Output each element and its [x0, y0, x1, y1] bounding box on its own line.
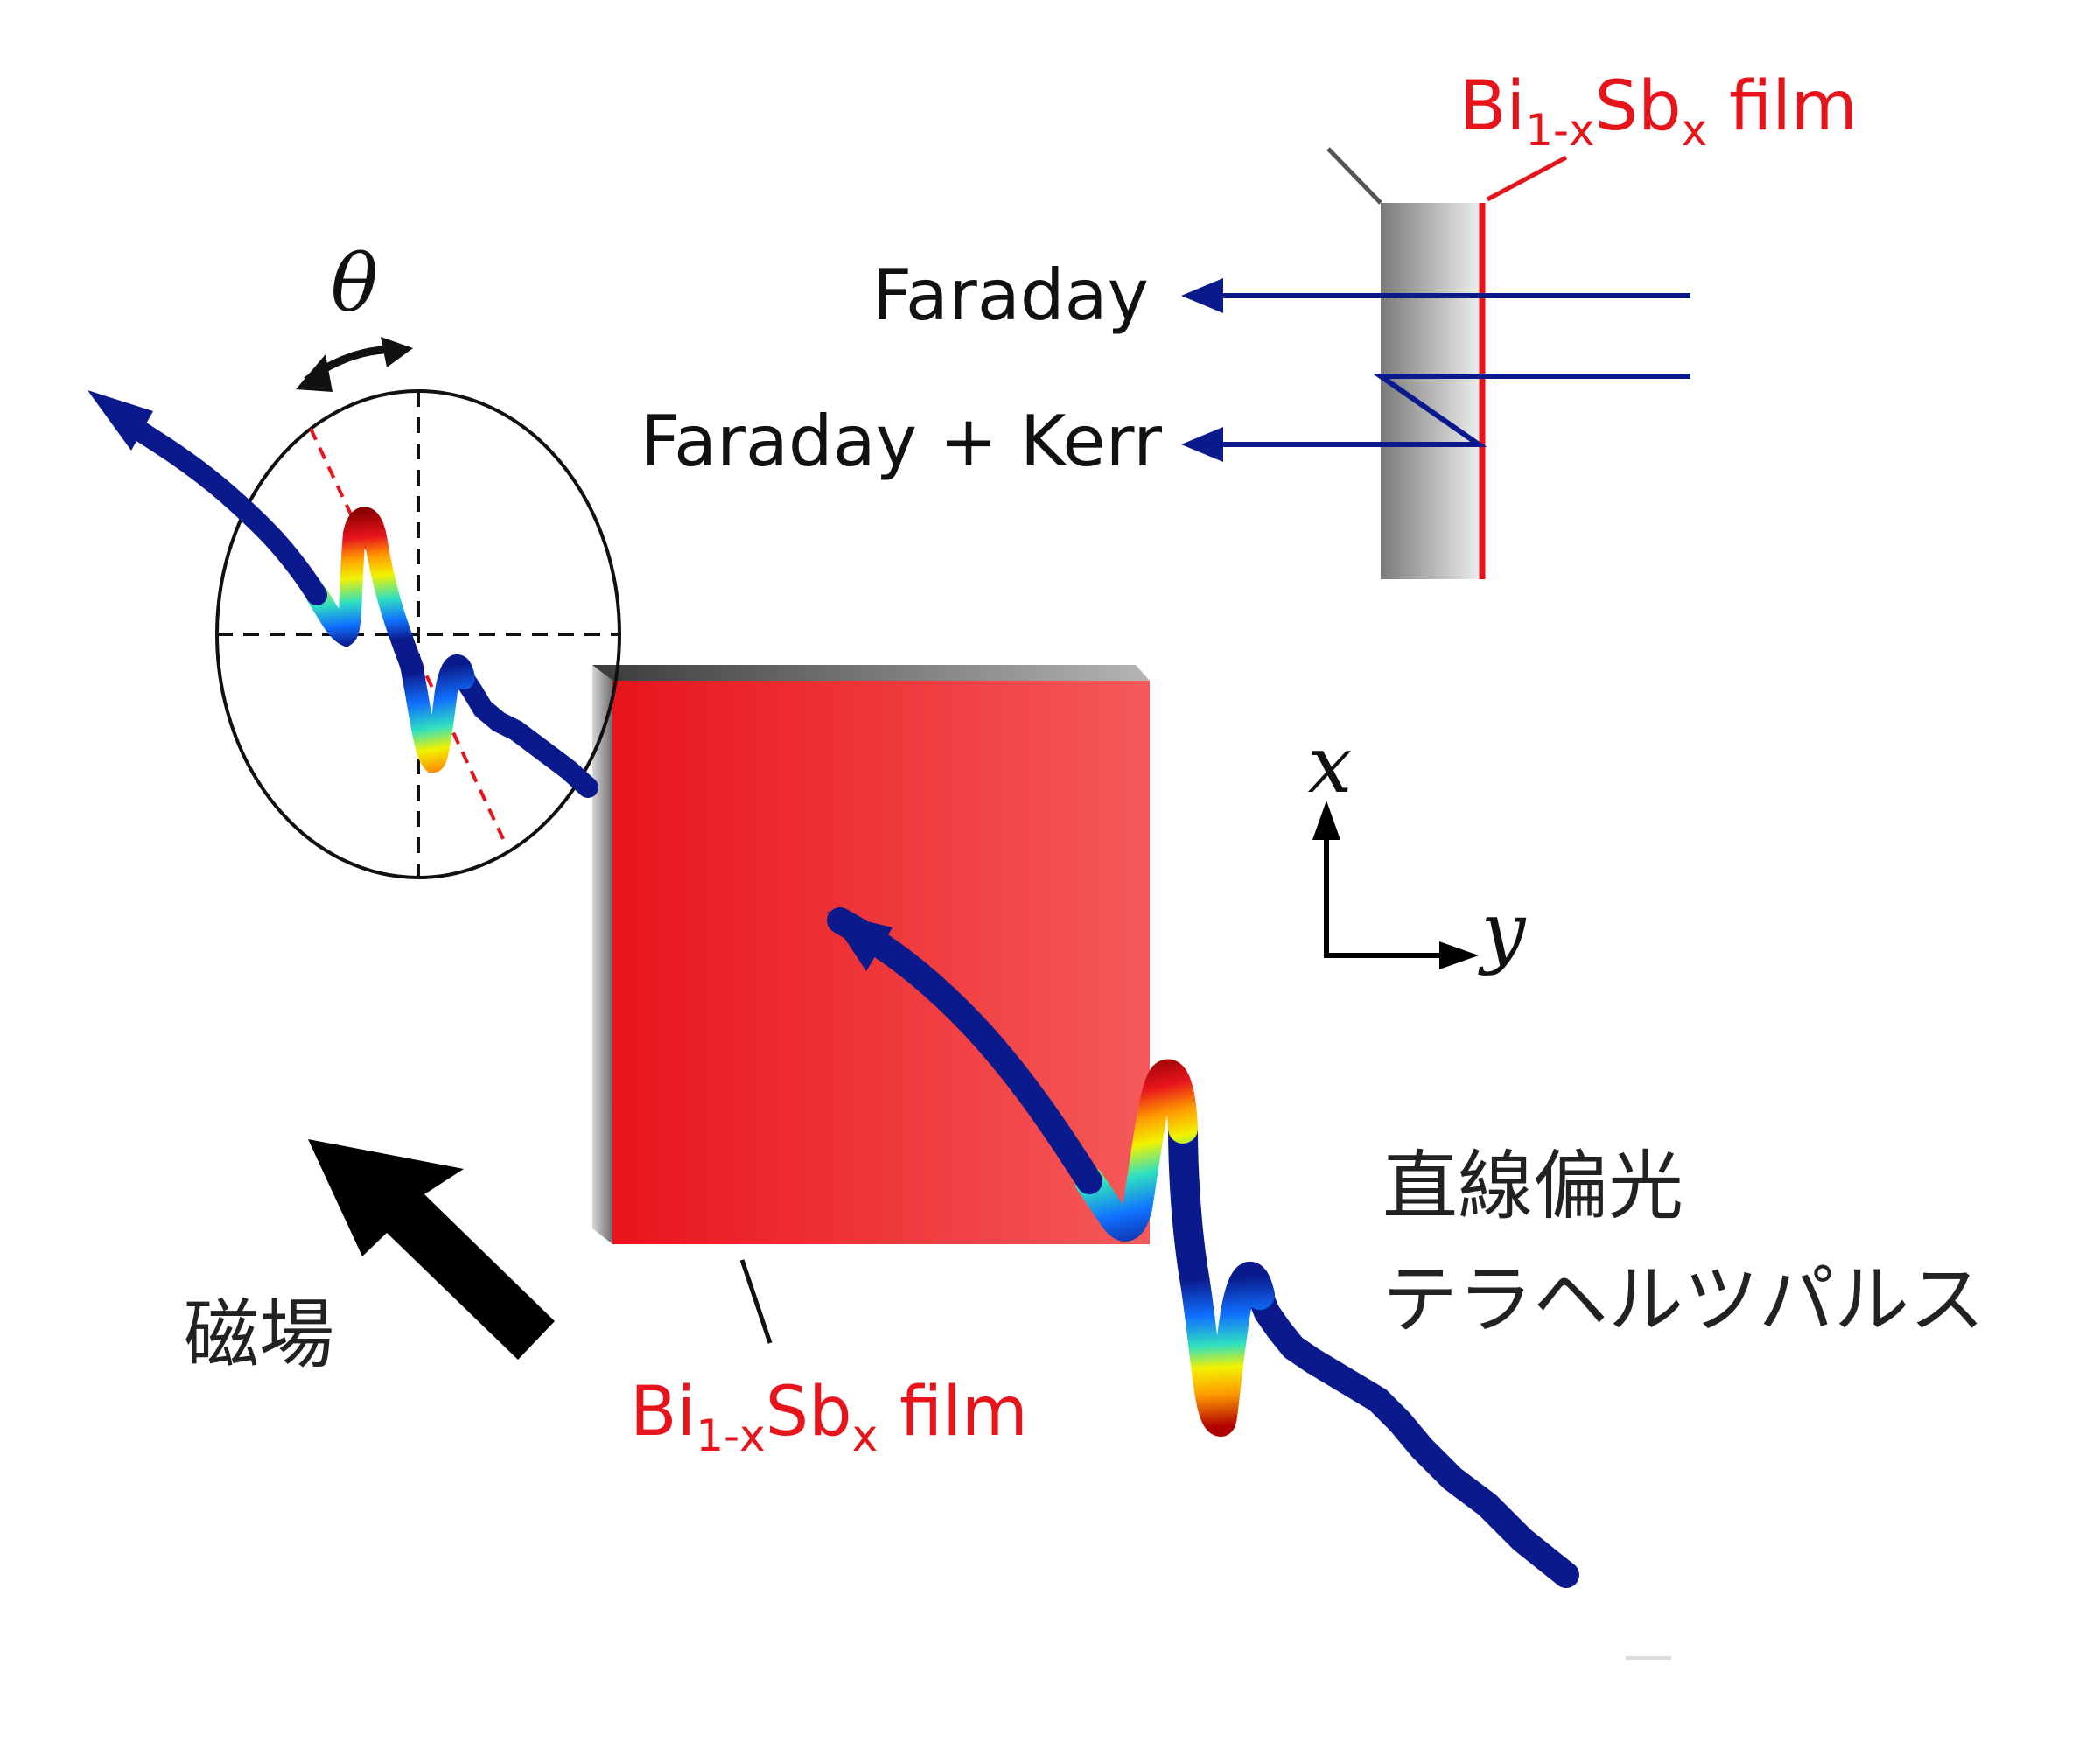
pulse-arrowhead	[827, 912, 892, 971]
faraday-beam-arrowhead	[1181, 278, 1223, 313]
axis-y-label: y	[1478, 885, 1527, 977]
inset-pulse-arrowhead	[88, 390, 153, 451]
film-top-leader	[1486, 155, 1568, 202]
film-label-top: Bi1-xSbx film	[1460, 67, 1858, 156]
axis-x-arrowhead	[1312, 801, 1340, 840]
axis-x-label: x	[1308, 719, 1353, 811]
film-bottom-leader	[739, 1259, 773, 1344]
inset-pulse-tail	[453, 668, 598, 798]
faraday-kerr-label: Faraday + Kerr	[640, 401, 1162, 482]
field-arrow-icon	[308, 1139, 555, 1360]
film-side-edge	[592, 665, 612, 1244]
rotation-arrowhead-left	[296, 354, 332, 392]
film-label-bottom: Bi1-xSbx film	[630, 1373, 1028, 1461]
pulse-mid-lobe	[1168, 1114, 1275, 1437]
inset-pulse-lobe2	[400, 654, 475, 773]
pulse-main-lobe	[1074, 1059, 1198, 1242]
theta-label: θ	[331, 238, 378, 330]
axis-y-arrowhead	[1439, 941, 1479, 969]
faraday-kerr-beam	[1208, 374, 1690, 447]
substrate	[1381, 203, 1482, 579]
rotated-polarization-line	[309, 428, 508, 845]
substrate-leader	[1326, 147, 1382, 205]
inset-pulse-head	[112, 409, 327, 605]
pulse-tail	[1247, 1282, 1579, 1588]
film-top-edge	[592, 665, 1150, 681]
pulse-label-line2: テラヘルツパルス	[1382, 1256, 1984, 1344]
thz-pulse-main	[827, 907, 1579, 1588]
pulse-label-line1: 直線偏光	[1382, 1143, 1684, 1230]
magnetic-field-label: 磁場	[184, 1291, 334, 1379]
cross-section-schematic: Bi1-xSbx film Faraday Faraday + Kerr	[640, 67, 1858, 579]
polarization-inset: θ	[88, 238, 621, 879]
rotation-arrowhead-right	[381, 337, 413, 367]
axes-icon: x y	[1308, 719, 1527, 977]
magnetic-field: 磁場	[184, 1139, 555, 1379]
faraday-kerr-arrowhead	[1181, 427, 1223, 462]
inset-pulse-lobe1	[305, 507, 423, 676]
faraday-label: Faraday	[872, 255, 1149, 336]
